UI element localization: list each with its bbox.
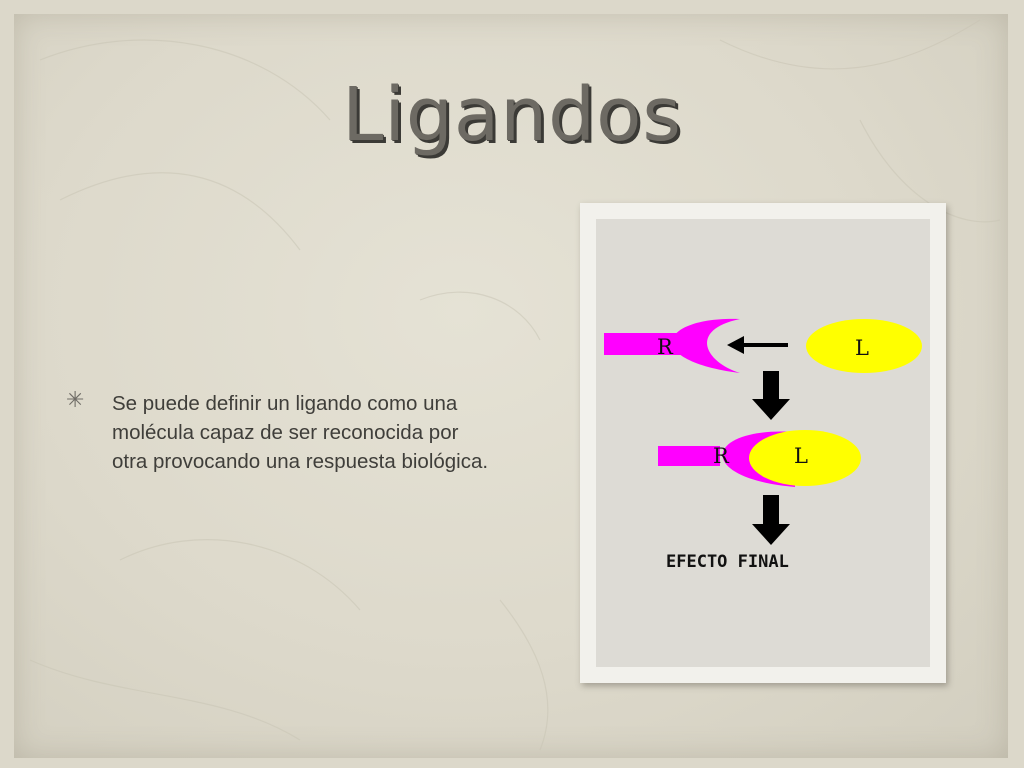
down-arrow-2-icon [752,524,790,545]
receptor-label-bound: R [713,444,730,468]
binding-arrow-head-icon [727,336,744,354]
down-arrow-1-shaft [763,371,779,401]
asterisk-icon: ✳ [66,388,85,413]
down-arrow-2-shaft [763,495,779,526]
diagram-frame [580,203,946,683]
final-effect-label: EFECTO FINAL [666,552,789,572]
ligand-label-bound: L [794,444,808,468]
slide-title: Ligandos [342,72,682,158]
receptor-stem-top [604,333,684,355]
receptor-label-top: R [657,335,674,359]
receptor-stem-bound [658,446,720,466]
ligand-top [806,319,922,373]
receptor-head-top [672,318,740,373]
ligand-bound [749,430,861,486]
bullet-text: Se puede definir un ligando como una mol… [112,392,489,473]
ligand-label-top: L [855,336,869,360]
down-arrow-1-icon [752,399,790,420]
